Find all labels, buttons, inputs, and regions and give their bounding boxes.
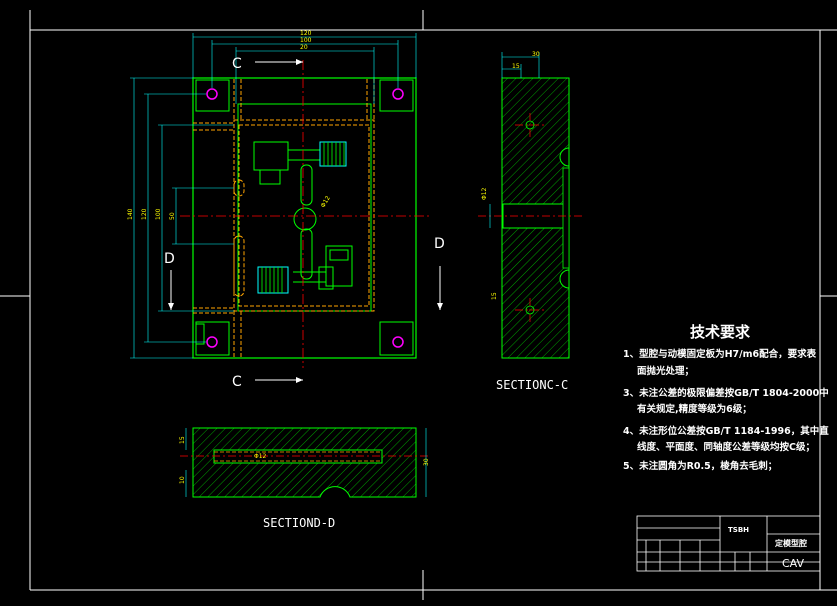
section-mark-c-bottom: C (232, 374, 242, 390)
title-block (636, 515, 821, 572)
tech-req-item: 面抛光处理； (637, 365, 694, 377)
dim-left-2: 120 (141, 208, 148, 220)
section-mark-c-top: C (232, 56, 242, 72)
tech-req-item: 线度、平面度、同轴度公差等级均按C级； (637, 441, 815, 453)
bottom-dim-1: 15 (179, 436, 186, 444)
tech-req-item: 1、型腔与动模固定板为H7/m6配合，要求表 (623, 348, 817, 360)
side-dim-3: Φ12 (481, 187, 488, 200)
tech-req-item: 有关规定,精度等级为6级； (637, 403, 752, 415)
section-mark-d-right: D (434, 236, 445, 252)
bottom-dim-2: 10 (179, 476, 186, 484)
title-block-part-code: TSBH (728, 526, 749, 534)
tech-req-title: 技术要求 (690, 323, 751, 341)
side-dim-1: 30 (532, 51, 540, 58)
side-dim-2: 15 (512, 63, 520, 70)
dim-left-4: 50 (169, 212, 176, 220)
section-c-view (478, 52, 585, 359)
plan-view (168, 59, 443, 383)
bottom-dim-4: Φ12 (254, 453, 267, 460)
section-d-view (180, 427, 430, 498)
side-dim-4: 15 (491, 292, 498, 300)
tech-req-item: 5、未注圆角为R0.5，棱角去毛刺； (623, 460, 777, 472)
dim-top-1: 120 (300, 30, 312, 37)
title-block-part-name: 定模型腔 (774, 538, 807, 548)
dim-left-1: 140 (127, 208, 134, 220)
dim-top-3: 20 (300, 44, 308, 51)
dim-left-3: 100 (155, 208, 162, 220)
section-d-label: SECTIOND-D (263, 516, 335, 530)
plan-dimensions (130, 33, 417, 359)
tech-req-item: 4、未注形位公差按GB/T 1184-1996，其中直 (623, 425, 829, 437)
tech-req-item: 3、未注公差的极限偏差按GB/T 1804-2000中 (623, 387, 829, 399)
title-block-scale: CAV (782, 557, 805, 570)
dim-top-2: 100 (300, 37, 312, 44)
tech-requirements: 技术要求 1、型腔与动模固定板为H7/m6配合，要求表 面抛光处理； 3、未注公… (623, 323, 829, 472)
bottom-dim-3: 30 (423, 458, 430, 466)
section-mark-d-left: D (164, 251, 175, 267)
section-c-label: SECTIONC-C (496, 378, 568, 392)
